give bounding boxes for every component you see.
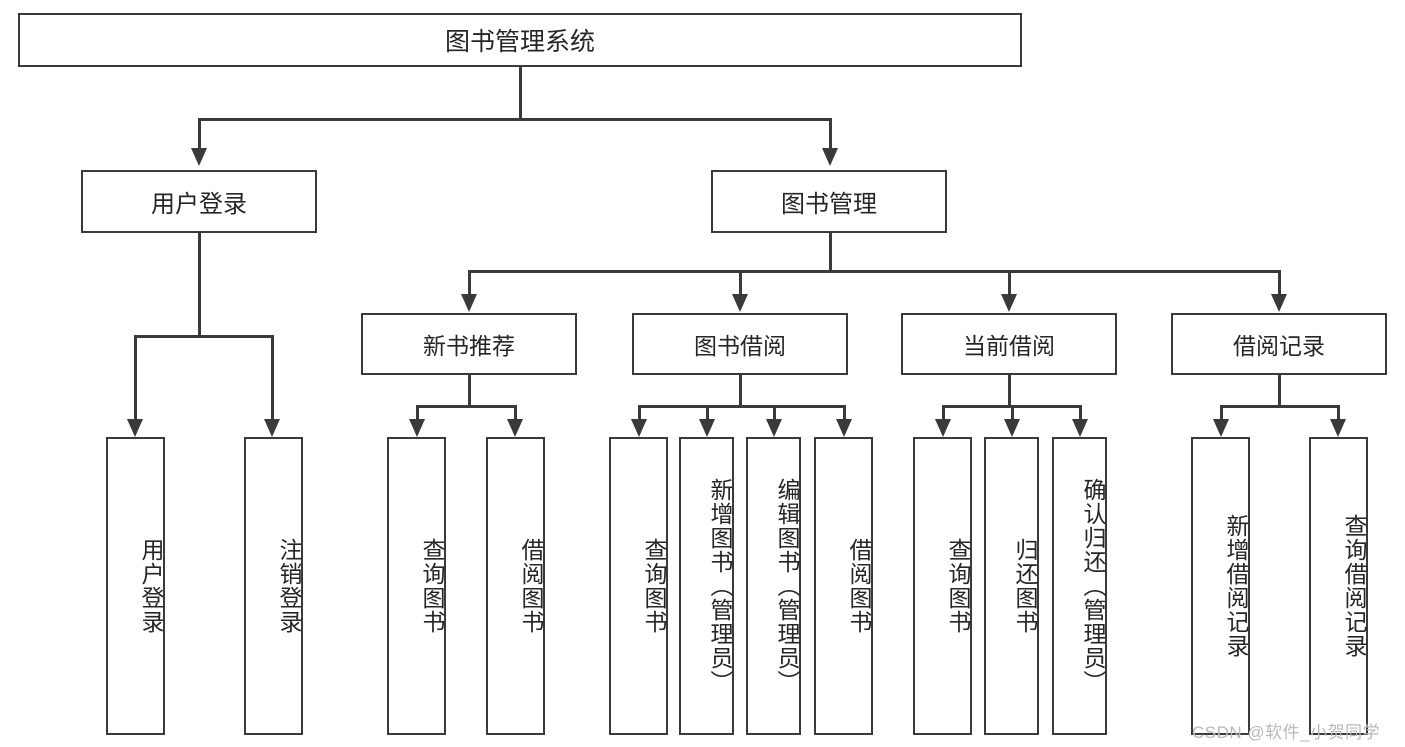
edge-bookmanage-stem [829,233,832,272]
edge-level3-drop-1 [468,270,471,294]
arrowhead-leaf-borrow-book-1 [507,419,523,437]
leaf-borrow-book[interactable]: 借阅图书 [814,437,873,735]
edge-currentborrow-drop-1 [942,405,945,419]
edge-userlogin-drop-2 [271,335,274,419]
edge-newbook-drop-1 [416,405,419,419]
node-book-management[interactable]: 图书管理 [711,170,947,233]
node-label: 图书管理系统 [444,28,595,56]
edge-borrowrecord-stem [1278,375,1281,407]
arrowhead-current-borrow [1001,294,1017,312]
node-system-root[interactable]: 图书管理系统 [18,13,1022,67]
edge-level3-drop-2 [739,270,742,294]
node-new-book-recommend[interactable]: 新书推荐 [361,313,577,375]
edge-userlogin-drop-1 [134,335,137,419]
node-label: 图书借阅 [694,333,786,359]
csdn-watermark: CSDN @软件_小贺同学 [1192,723,1381,742]
node-user-login[interactable]: 用户登录 [81,170,317,233]
node-current-borrow[interactable]: 当前借阅 [901,313,1117,375]
node-label: 查询图书 [419,538,445,634]
arrowhead-leaf-user-login [127,419,143,437]
arrowhead-book-borrow [732,294,748,312]
node-label: 借阅图书 [846,538,872,634]
edge-level2-drop-left [198,118,201,148]
edge-bookborrow-drop-3 [773,405,776,419]
arrowhead-leaf-logout [264,419,280,437]
arrowhead-leaf-query-book-1 [409,419,425,437]
arrowhead-new-book-rec [461,294,477,312]
node-label: 查询借阅记录 [1341,514,1367,658]
node-borrow-record[interactable]: 借阅记录 [1171,313,1387,375]
edge-currentborrow-stem [1008,375,1011,407]
leaf-confirm-return-admin[interactable]: 确认归还（管理员） [1052,437,1107,735]
node-label: 查询图书 [641,538,667,634]
leaf-user-login[interactable]: 用户登录 [106,437,165,735]
leaf-add-borrow-record[interactable]: 新增借阅记录 [1191,437,1250,735]
edge-level3-bar [468,270,1280,273]
node-label: 注销登录 [276,538,302,634]
node-label: 确认归还（管理员） [1080,478,1106,694]
leaf-return-book[interactable]: 归还图书 [984,437,1039,735]
node-label: 新书推荐 [423,333,515,359]
leaf-query-book-borrow[interactable]: 查询图书 [609,437,668,735]
arrowhead-leaf-query-book-2 [631,419,647,437]
edge-level3-drop-4 [1278,270,1281,294]
node-label: 用户登录 [138,538,164,634]
edge-level2-bar [198,118,831,121]
edge-bookborrow-drop-1 [638,405,641,419]
leaf-borrow-book-newbook[interactable]: 借阅图书 [486,437,545,735]
edge-level3-drop-3 [1008,270,1011,294]
edge-borrowrecord-drop-1 [1220,405,1223,419]
leaf-query-book-current[interactable]: 查询图书 [913,437,972,735]
node-label: 当前借阅 [963,333,1055,359]
leaf-add-book-admin[interactable]: 新增图书（管理员） [679,437,734,735]
node-label: 编辑图书（管理员） [774,478,800,694]
edge-borrowrecord-bar [1220,405,1339,408]
leaf-query-book-newbook[interactable]: 查询图书 [387,437,446,735]
edge-userlogin-stem [198,233,201,337]
arrowhead-leaf-confirm-return [1072,419,1088,437]
arrowhead-leaf-add-record [1213,419,1229,437]
edge-userlogin-bar [134,335,273,338]
node-label: 图书管理 [781,191,877,218]
arrowhead-leaf-edit-book [766,419,782,437]
arrowhead-book-manage [822,148,838,166]
node-label: 借阅图书 [518,538,544,634]
leaf-edit-book-admin[interactable]: 编辑图书（管理员） [746,437,801,735]
arrowhead-leaf-query-book-3 [935,419,951,437]
node-book-borrow[interactable]: 图书借阅 [632,313,848,375]
edge-bookborrow-drop-2 [706,405,709,419]
node-label: 新增图书（管理员） [707,478,733,694]
edge-bookborrow-bar [638,405,845,408]
edge-level2-drop-right [829,118,832,148]
edge-borrowrecord-drop-2 [1337,405,1340,419]
node-label: 新增借阅记录 [1223,514,1249,658]
node-label: 用户登录 [151,191,247,218]
edge-newbook-drop-2 [514,405,517,419]
edge-currentborrow-drop-3 [1079,405,1082,419]
node-label: 查询图书 [945,538,971,634]
edge-bookborrow-stem [739,375,742,407]
node-label: 借阅记录 [1233,333,1325,359]
arrowhead-user-login [191,148,207,166]
edge-bookborrow-drop-4 [843,405,846,419]
edge-currentborrow-drop-2 [1011,405,1014,419]
edge-newbook-bar [416,405,516,408]
leaf-logout[interactable]: 注销登录 [244,437,303,735]
node-label: 归还图书 [1012,538,1038,634]
arrowhead-leaf-query-record [1330,419,1346,437]
leaf-query-borrow-record[interactable]: 查询借阅记录 [1309,437,1368,735]
arrowhead-leaf-return-book [1004,419,1020,437]
edge-newbook-stem [468,375,471,407]
edge-root-stem [519,67,522,120]
arrowhead-leaf-borrow-book-2 [836,419,852,437]
arrowhead-borrow-record [1271,294,1287,312]
arrowhead-leaf-add-book [699,419,715,437]
